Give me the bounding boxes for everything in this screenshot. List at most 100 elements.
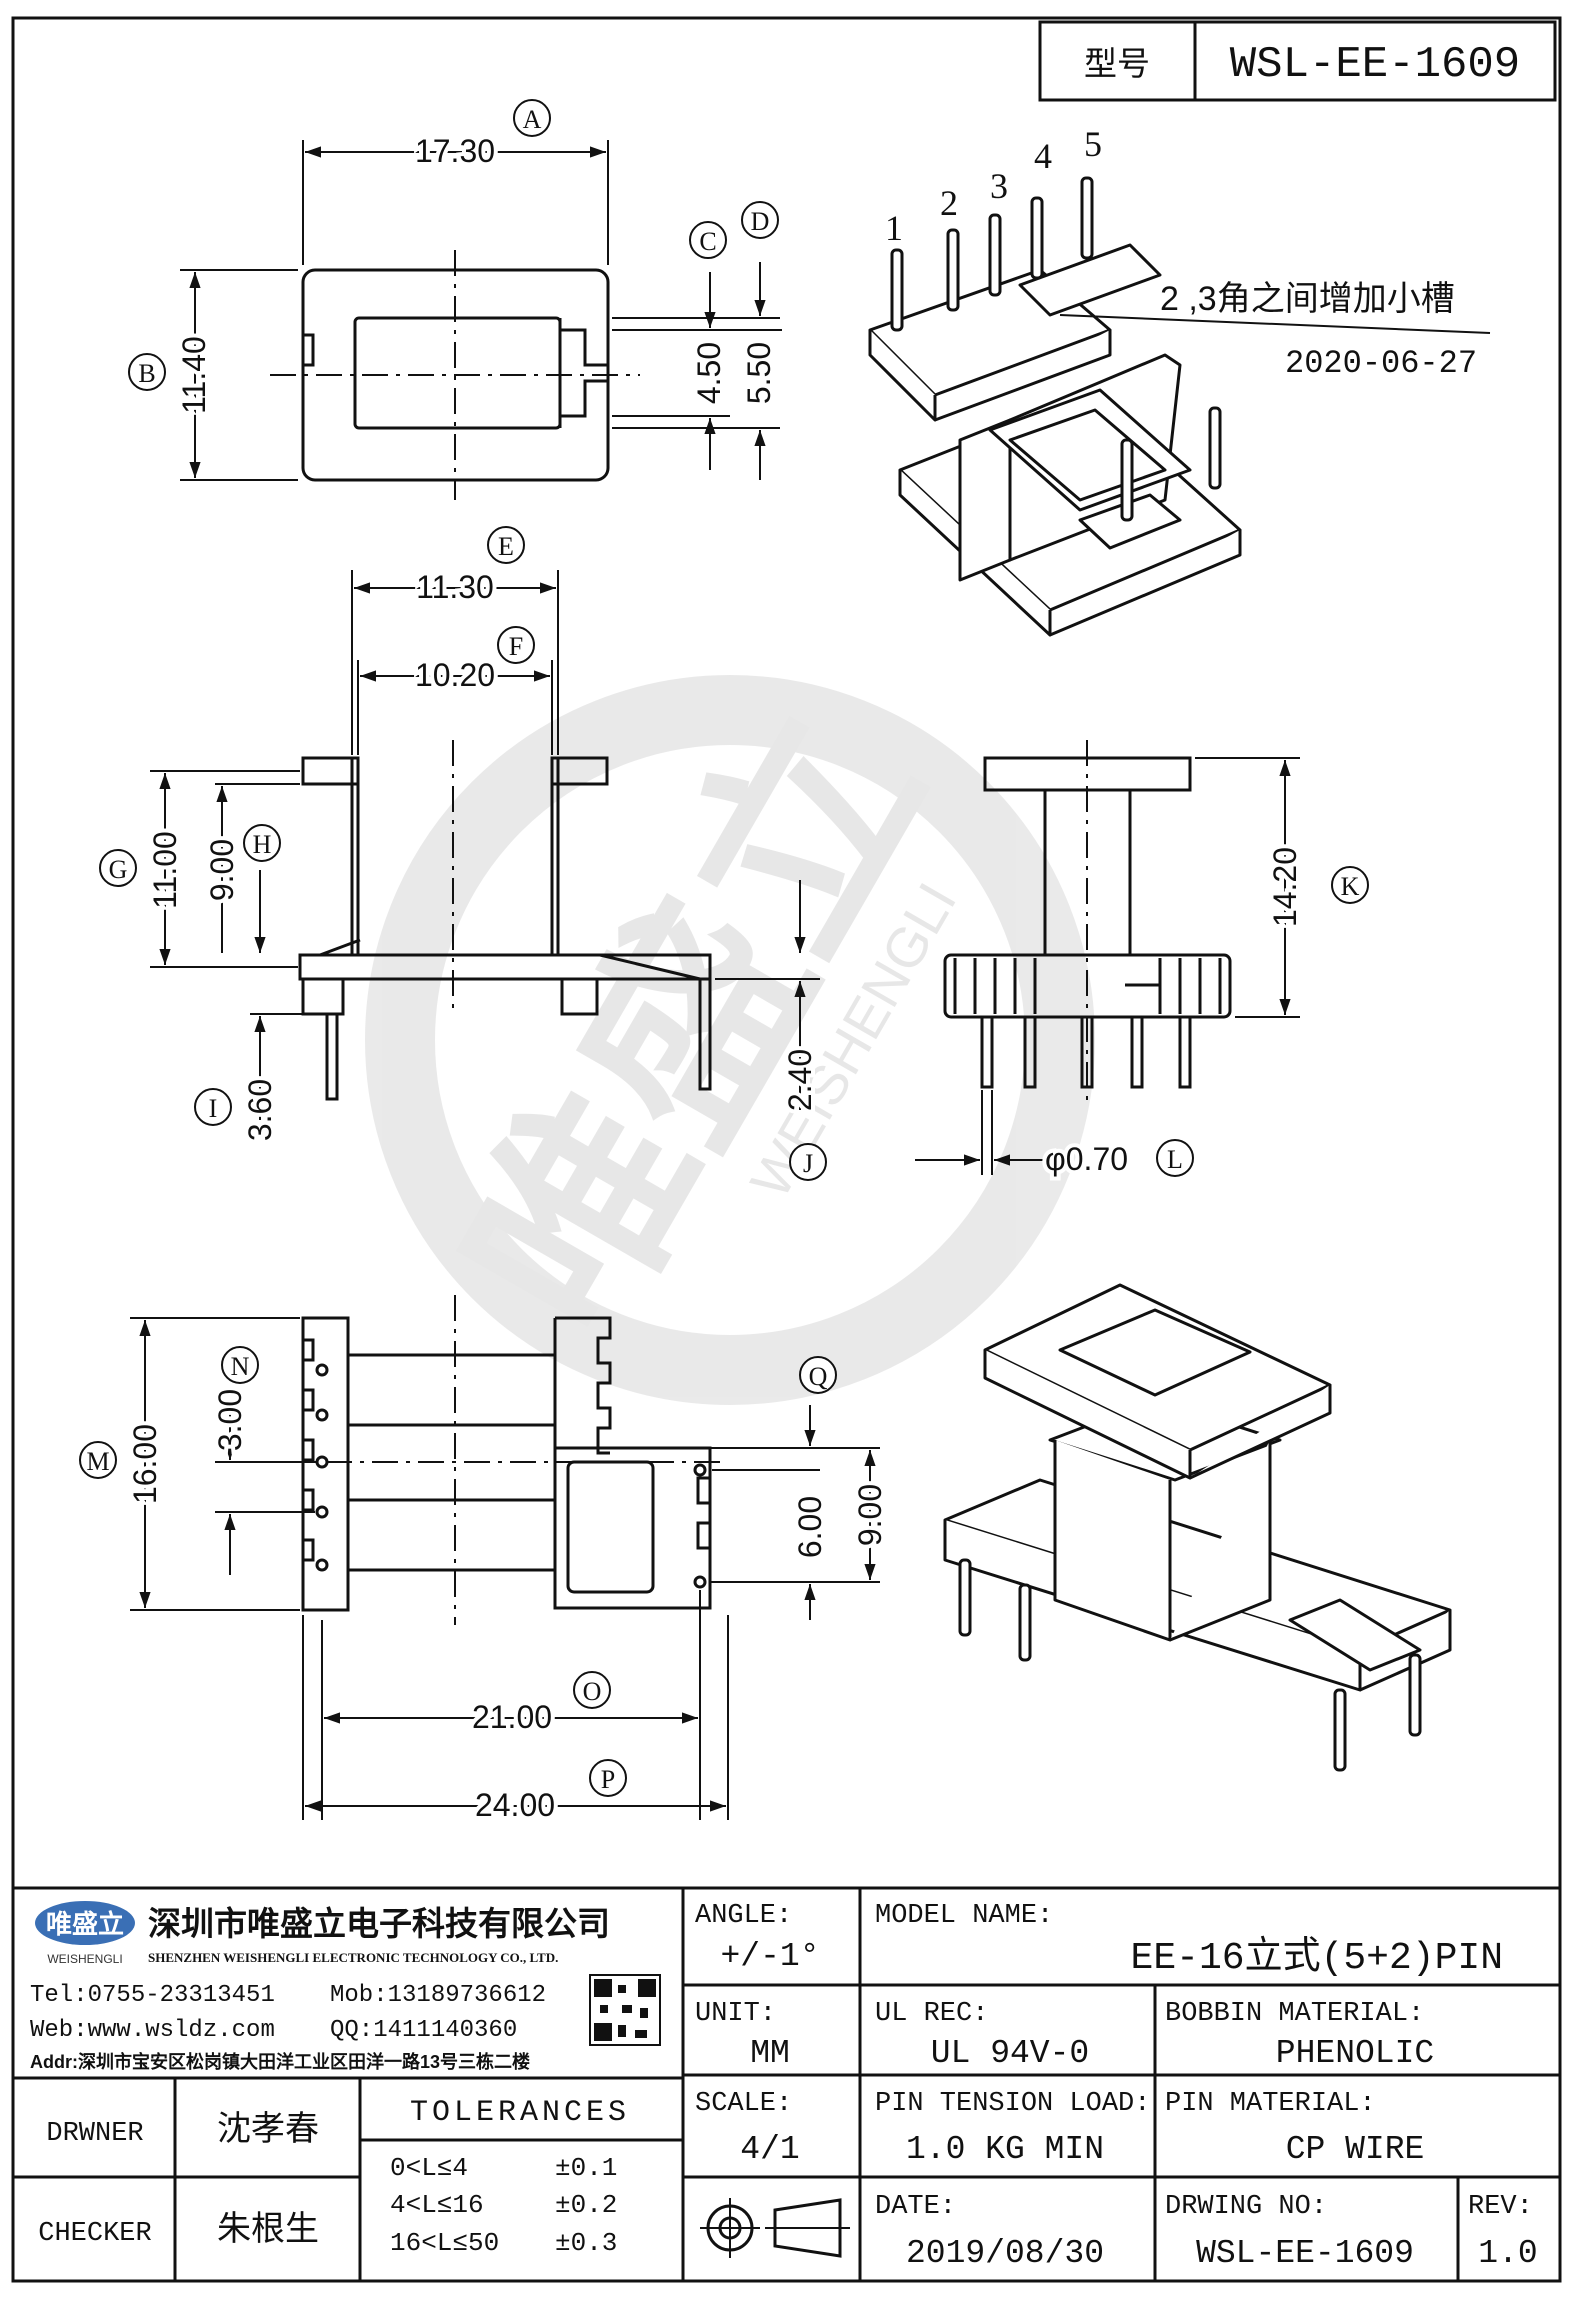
unit-label: UNIT: xyxy=(695,1999,776,2029)
dim-d-value: 5.50 xyxy=(741,342,777,404)
company-name-en: SHENZHEN WEISHENGLI ELECTRONIC TECHNOLOG… xyxy=(148,1950,558,1965)
svg-text:F: F xyxy=(509,632,523,661)
iso-pins-bottom xyxy=(958,1558,1422,1772)
company-qq: QQ:1411140360 xyxy=(330,2017,517,2044)
title-block-grid xyxy=(13,1886,1560,2281)
dim-n-badge: N xyxy=(221,1346,259,1384)
dim-p-badge: P xyxy=(589,1759,627,1797)
unit-value: MM xyxy=(750,2035,790,2072)
angle-value: +/-1° xyxy=(720,1938,819,1975)
pin-material-label: PIN MATERIAL: xyxy=(1165,2089,1376,2119)
top-view xyxy=(270,250,640,500)
dim-k-value: 14.20 xyxy=(1267,847,1303,927)
dim-b-value: 11.40 xyxy=(176,336,212,414)
pin-label-1: 1 xyxy=(885,208,903,248)
ul-value: UL 94V-0 xyxy=(931,2035,1089,2072)
svg-text:G: G xyxy=(109,855,128,884)
model-name-value: EE-16立式(5+2)PIN xyxy=(1131,1935,1503,1980)
company-address: Addr:深圳市宝安区松岗镇大田洋工业区田洋一路13号三栋二楼 xyxy=(30,2051,530,2072)
pin-material-value: CP WIRE xyxy=(1286,2131,1425,2168)
tol-value-2: ±0.2 xyxy=(555,2190,617,2220)
tol-range-3: 16<L≤50 xyxy=(390,2228,499,2258)
dim-g-value: 11.00 xyxy=(147,831,183,909)
model-number: WSL-EE-1609 xyxy=(1230,40,1520,90)
note-leader xyxy=(1059,314,1491,334)
dim-h-badge: H xyxy=(243,824,281,862)
iso-pins-top xyxy=(890,176,1222,522)
date-value: 2019/08/30 xyxy=(906,2235,1104,2272)
company-name-cn: 深圳市唯盛立电子科技有限公司 xyxy=(148,1905,610,1942)
dim-j-badge: J xyxy=(789,1143,827,1181)
watermark: 唯盛立 WEISHENGLI xyxy=(365,675,1095,1405)
svg-text:D: D xyxy=(751,207,770,236)
svg-text:N: N xyxy=(231,1352,250,1381)
bobbin-label: BOBBIN MATERIAL: xyxy=(1165,1999,1424,2029)
rev-value: 1.0 xyxy=(1478,2235,1537,2272)
pin-label-5: 5 xyxy=(1084,124,1102,164)
dim-l-badge: L xyxy=(1156,1139,1194,1177)
tol-value-1: ±0.1 xyxy=(555,2153,617,2183)
model-name-label: MODEL NAME: xyxy=(875,1901,1053,1931)
dim-a-badge: A xyxy=(513,99,551,137)
pin-label-2: 2 xyxy=(940,183,958,223)
header-model-box: 型号 WSL-EE-1609 xyxy=(1038,20,1557,102)
dim-h-value: 9.00 xyxy=(204,839,240,901)
dim-c-value: 4.50 xyxy=(691,342,727,404)
tol-value-3: ±0.3 xyxy=(555,2228,617,2258)
pin-label-3: 3 xyxy=(990,166,1008,206)
dim-q-badge: Q xyxy=(799,1356,837,1394)
drawer-value: 沈孝春 xyxy=(217,2110,319,2148)
dim-k-badge: K xyxy=(1331,866,1369,904)
svg-text:E: E xyxy=(498,532,514,561)
svg-text:Q: Q xyxy=(809,1362,828,1391)
dim-b-badge: B xyxy=(128,353,166,391)
top-view-dims xyxy=(180,140,782,481)
dim-q2-value: 9.00 xyxy=(852,1484,888,1546)
company-web: Web:www.wsldz.com xyxy=(30,2017,275,2044)
pin-label-4: 4 xyxy=(1034,136,1052,176)
bottom-view xyxy=(280,1295,720,1625)
company-mob: Mob:13189736612 xyxy=(330,1982,546,2009)
note-date: 2020-06-27 xyxy=(1285,345,1477,382)
dim-n-value: 3.00 xyxy=(212,1389,248,1451)
iso-view-bottom xyxy=(943,1283,1452,1692)
tol-range-2: 4<L≤16 xyxy=(390,2190,484,2220)
dim-g-badge: G xyxy=(99,849,137,887)
company-tel: Tel:0755-23313451 xyxy=(30,1982,275,2009)
front-view-dims xyxy=(150,570,820,1120)
scale-value: 4/1 xyxy=(740,2131,799,2168)
dim-c-badge: C xyxy=(689,221,727,259)
note-text: 2 ,3角之间增加小槽 xyxy=(1160,280,1455,318)
svg-text:H: H xyxy=(253,830,272,859)
dim-p-value: 24.00 xyxy=(475,1787,555,1823)
qr-code xyxy=(589,1974,661,2046)
dim-m-badge: M xyxy=(79,1441,117,1479)
side-view xyxy=(943,740,1232,1100)
dim-l-value: φ0.70 xyxy=(1045,1141,1128,1177)
svg-text:A: A xyxy=(523,105,542,134)
tension-label: PIN TENSION LOAD: xyxy=(875,2089,1150,2119)
tension-value: 1.0 KG MIN xyxy=(906,2131,1104,2168)
angle-label: ANGLE: xyxy=(695,1901,792,1931)
projection-symbol-icon xyxy=(700,2198,850,2258)
svg-text:K: K xyxy=(1341,872,1360,901)
checker-value: 朱根生 xyxy=(217,2210,319,2248)
checker-label: CHECKER xyxy=(38,2219,151,2249)
dim-i-badge: I xyxy=(194,1088,232,1126)
dim-f-value: 10.20 xyxy=(415,657,495,693)
sheet-border xyxy=(11,16,1562,2283)
ul-label: UL REC: xyxy=(875,1999,988,2029)
drawer-label: DRWNER xyxy=(46,2119,143,2149)
svg-text:B: B xyxy=(138,359,155,388)
dim-i-value: 3.60 xyxy=(242,1079,278,1141)
dim-d-badge: D xyxy=(741,201,779,239)
svg-text:M: M xyxy=(86,1447,109,1476)
iso-view-top xyxy=(868,243,1242,637)
scale-label: SCALE: xyxy=(695,2089,792,2119)
bobbin-value: PHENOLIC xyxy=(1276,2035,1434,2072)
rev-label: REV: xyxy=(1468,2192,1533,2222)
svg-text:L: L xyxy=(1167,1145,1183,1174)
date-label: DATE: xyxy=(875,2192,956,2222)
dim-j-value: 2.40 xyxy=(782,1049,818,1111)
